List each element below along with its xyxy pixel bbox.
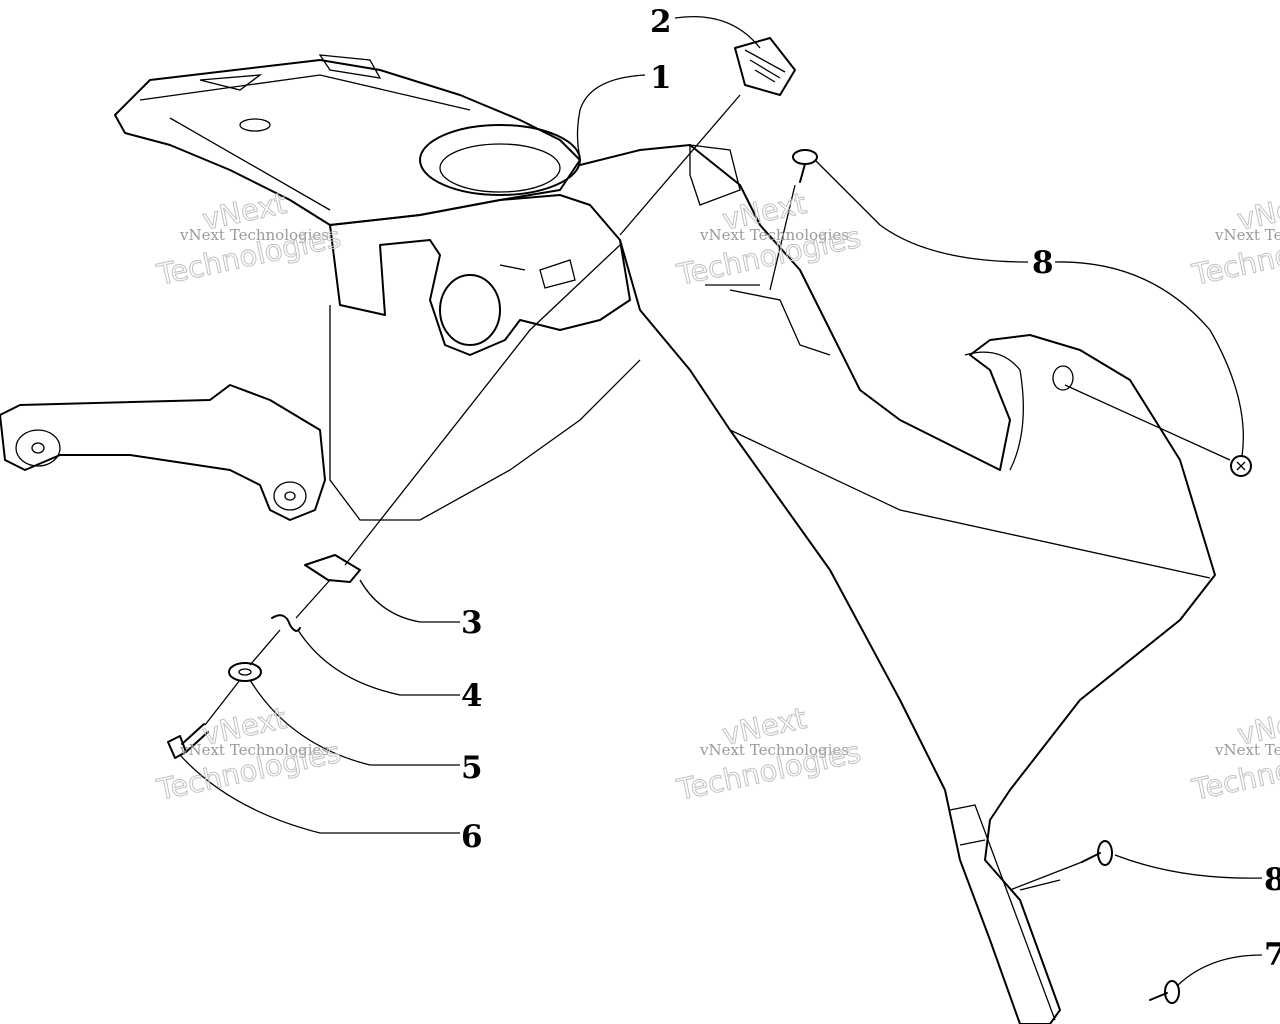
watermark-3: vNext Technologies vNext Technologies: [1188, 185, 1280, 292]
callout-1: 1: [650, 60, 672, 96]
assembly-lines: [204, 94, 1231, 891]
svg-text:vNext Technologies: vNext Technologies: [179, 741, 329, 759]
svg-text:vNext Technologies: vNext Technologies: [179, 226, 329, 244]
watermark-5: vNext Technologies vNext Technologies: [673, 700, 864, 807]
callout-7: 7: [1264, 937, 1280, 973]
callout-3: 3: [461, 605, 483, 641]
part-8-screw-top: [792, 149, 818, 183]
svg-text:vNext Technologies: vNext Technologies: [1214, 226, 1280, 244]
callout-2: 2: [650, 4, 672, 40]
svg-text:vNext Technologies: vNext Technologies: [1214, 741, 1280, 759]
callout-5: 5: [461, 750, 483, 786]
part-2-knob: [734, 37, 796, 96]
watermark-2: vNext Technologies vNext Technologies: [673, 185, 864, 292]
watermark-group: vNext Technologies vNext Technologies vN…: [153, 185, 1280, 807]
callout-4: 4: [461, 678, 483, 714]
part-4-ring: [271, 614, 301, 632]
leader-lines: [179, 15, 1263, 986]
callout-8-top: 8: [1032, 245, 1054, 281]
main-body-part: [0, 54, 1216, 1024]
watermark-4: vNext Technologies vNext Technologies: [153, 700, 344, 807]
watermark-6: vNext Technologies vNext Technologies: [1188, 700, 1280, 807]
part-3-clip: [304, 554, 361, 583]
callout-8-bottom: 8: [1264, 862, 1280, 898]
callout-labels: 1 2 3 4 5 6 7 8 8: [461, 4, 1280, 973]
svg-text:vNext: vNext: [1234, 701, 1280, 752]
part-5-washer: [228, 662, 262, 682]
part-8-screw-bottom: [1081, 840, 1113, 866]
callout-6: 6: [461, 819, 483, 855]
part-6-bolt: [167, 723, 209, 759]
part-8-screw-right: [1230, 455, 1252, 477]
svg-text:vNext Technologies: vNext Technologies: [699, 741, 849, 759]
svg-text:vNext: vNext: [1234, 186, 1280, 237]
part-7-screw: [1149, 980, 1180, 1004]
svg-text:vNext Technologies: vNext Technologies: [699, 226, 849, 244]
